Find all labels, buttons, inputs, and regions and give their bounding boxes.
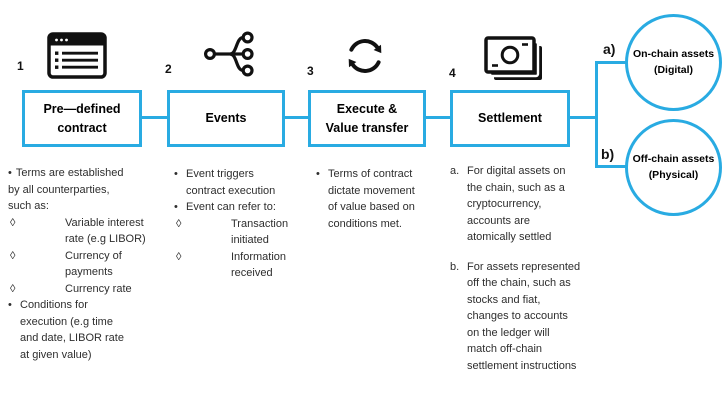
note-item: •Conditions for execution (e.g time and … <box>8 299 124 361</box>
branch-label-b: b) <box>601 146 615 162</box>
notes-execute-value-transfer: •Terms of contract dictate movement of v… <box>316 166 446 232</box>
step-number-4: 4 <box>449 66 456 80</box>
outcome-circle-off-chain: Off-chain assets (Physical) <box>625 119 722 216</box>
connector-split-vertical <box>595 61 598 168</box>
note-item: •Event triggers contract execution <box>174 168 276 197</box>
note-item: b.For assets represented off the chain, … <box>450 260 581 372</box>
note-item: •Terms of contract dictate movement of v… <box>316 168 415 230</box>
branch-label-a: a) <box>603 41 616 57</box>
note-item: ◊Transaction initiated <box>176 217 289 247</box>
flow-box-execute-value-transfer: Execute & Value transfer <box>308 90 426 147</box>
connector-branch-b <box>598 165 626 168</box>
connector-box2-box3 <box>285 116 308 119</box>
step-number-3: 3 <box>307 64 314 78</box>
outcome-circle-on-chain: On-chain assets (Digital) <box>625 14 722 111</box>
event-branch-icon <box>203 31 254 77</box>
notes-predefined-contract: •Terms are established by all counterpar… <box>8 165 164 363</box>
notes-events: •Event triggers contract execution •Event… <box>174 166 304 282</box>
note-item: •Terms are established by all counterpar… <box>8 167 124 212</box>
step-number-2: 2 <box>165 62 172 76</box>
flow-box-settlement: Settlement <box>450 90 570 147</box>
connector-box1-box2 <box>142 116 167 119</box>
step-number-1: 1 <box>17 59 24 73</box>
contract-document-icon <box>47 32 107 79</box>
note-item: •Event can refer to: <box>174 201 276 213</box>
note-item: ◊Information received <box>176 250 287 280</box>
sync-arrows-icon <box>348 39 382 73</box>
banknotes-icon <box>484 36 542 80</box>
notes-settlement: a.For digital assets on the chain, such … <box>450 163 618 374</box>
note-item: ◊Currency rate <box>10 282 132 295</box>
note-item: ◊Currency of payments <box>10 249 122 279</box>
flow-box-events: Events <box>167 90 285 147</box>
flow-box-predefined-contract: Pre—defined contract <box>22 90 142 147</box>
connector-box4-split <box>570 116 598 119</box>
connector-box3-box4 <box>426 116 450 119</box>
note-item: ◊Variable interest rate (e.g LIBOR) <box>10 216 146 246</box>
note-item: a.For digital assets on the chain, such … <box>450 165 566 243</box>
connector-branch-a <box>598 61 626 64</box>
